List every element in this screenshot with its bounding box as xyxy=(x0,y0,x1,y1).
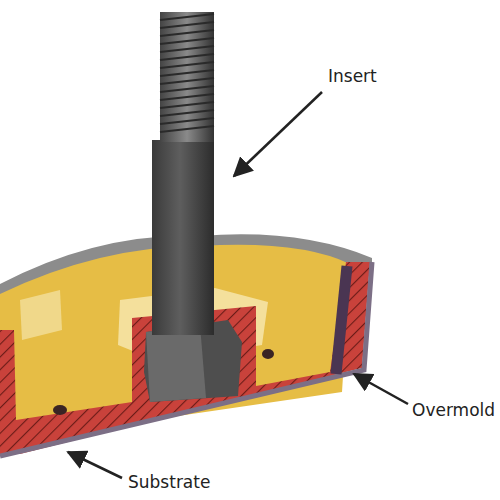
inner-wall xyxy=(20,290,62,340)
thread-lines xyxy=(160,14,214,132)
shank xyxy=(152,140,214,335)
overmold-layer xyxy=(336,266,347,374)
leader-arrows xyxy=(68,92,408,478)
hole xyxy=(53,405,67,415)
part-label: Insert xyxy=(328,66,377,86)
thread xyxy=(160,12,214,142)
hole xyxy=(262,349,274,359)
part-label: Overmold xyxy=(412,400,495,420)
leader-line xyxy=(234,92,322,176)
insert-bolt xyxy=(144,12,242,402)
part-label: Substrate xyxy=(128,472,210,492)
leader-line xyxy=(68,452,122,478)
hex-face xyxy=(146,325,206,402)
leader-line xyxy=(354,374,408,404)
